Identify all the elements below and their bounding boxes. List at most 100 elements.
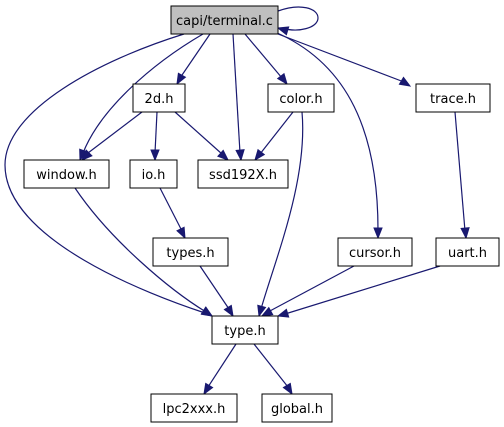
node-box [23, 159, 110, 189]
edge-types-to-type [199, 265, 234, 318]
arrowhead [282, 382, 293, 396]
arrowhead [460, 227, 470, 240]
node-label: 2d.h [145, 92, 174, 107]
node-window[interactable]: window.h [23, 159, 110, 189]
arrowhead [257, 304, 267, 318]
edge-line [87, 111, 143, 154]
node-box [197, 159, 289, 189]
edge-terminal-to-cursor [274, 31, 383, 240]
node-box [132, 83, 186, 113]
node-label: window.h [36, 168, 97, 183]
node-global[interactable]: global.h [261, 393, 333, 423]
edge-terminal-to-terminal [276, 6, 319, 36]
node-label: cursor.h [349, 246, 401, 261]
edge-type-to-lpc [203, 343, 237, 396]
node-label: type.h [224, 324, 265, 339]
edge-line [274, 31, 379, 231]
node-io[interactable]: io.h [129, 159, 178, 189]
arrowhead [176, 72, 187, 86]
node-label: uart.h [448, 246, 487, 261]
edge-line [232, 33, 241, 154]
node-box [261, 393, 333, 423]
arrowhead [276, 308, 290, 318]
arrowhead [150, 149, 160, 162]
node-label: capi/terminal.c [176, 14, 273, 29]
node-box [129, 159, 178, 189]
node-label: trace.h [430, 92, 476, 107]
arrowhead [81, 149, 93, 161]
edge-line [284, 265, 441, 315]
edge-line [259, 111, 294, 155]
edge-uart-to-type [276, 265, 441, 318]
node-lpc[interactable]: lpc2xxx.h [150, 393, 238, 423]
node-type[interactable]: type.h [211, 315, 279, 345]
edge-terminal-to-ssd [232, 33, 245, 162]
node-color[interactable]: color.h [267, 83, 335, 113]
node-box [435, 237, 500, 267]
arrowhead [203, 382, 214, 396]
node-label: lpc2xxx.h [163, 402, 226, 417]
arrowhead [223, 304, 234, 318]
edge-line [277, 33, 405, 83]
edge-type-to-global [253, 343, 293, 396]
edge-line [277, 6, 319, 31]
node-label: types.h [166, 246, 214, 261]
node-label: color.h [279, 92, 322, 107]
edge-line [179, 33, 211, 79]
edge-2d-to-window [81, 111, 143, 161]
edge-line [207, 343, 237, 388]
node-label: io.h [142, 168, 166, 183]
edge-line [74, 187, 207, 313]
edge-line [4, 33, 206, 314]
edge-2d-to-ssd [174, 111, 230, 161]
arrowhead [217, 149, 230, 161]
node-label: ssd192X.h [209, 168, 277, 183]
node-box [211, 315, 279, 345]
edge-cursor-to-type [260, 265, 355, 317]
edge-line [244, 33, 283, 79]
node-box [152, 237, 229, 267]
arrowhead [254, 148, 266, 162]
arrowhead [398, 76, 412, 87]
arrowhead [200, 306, 214, 317]
node-terminal[interactable]: capi/terminal.c [170, 5, 279, 35]
nodes-layer: capi/terminal.c 2d.h color.h trace.h window.… [23, 5, 500, 423]
node-types[interactable]: types.h [152, 237, 229, 267]
node-box [267, 83, 335, 113]
edge-line [454, 111, 466, 232]
edge-color-to-type [257, 111, 304, 318]
edge-line [260, 111, 304, 310]
edge-line [267, 265, 355, 313]
edge-line [159, 187, 183, 232]
edge-line [253, 343, 289, 388]
edge-color-to-ssd [254, 111, 294, 162]
arrowhead [373, 227, 383, 240]
edge-trace-to-uart [454, 111, 470, 240]
arrowhead [276, 72, 288, 86]
node-label: global.h [271, 402, 323, 417]
edge-line [82, 33, 204, 154]
arrowhead [176, 226, 186, 240]
edges-layer [4, 6, 470, 396]
node-cursor[interactable]: cursor.h [337, 237, 413, 267]
edge-line [154, 111, 158, 154]
arrowhead [276, 26, 290, 36]
node-box [415, 83, 491, 113]
node-trace[interactable]: trace.h [415, 83, 491, 113]
node-ssd[interactable]: ssd192X.h [197, 159, 289, 189]
edge-io-to-types [159, 187, 186, 240]
node-uart[interactable]: uart.h [435, 237, 500, 267]
edge-terminal-to-color [244, 33, 288, 86]
node-box [337, 237, 413, 267]
edge-2d-to-io [150, 111, 160, 162]
node-box [170, 5, 279, 35]
arrowhead [235, 149, 245, 162]
edge-line [199, 265, 230, 310]
edge-line [174, 111, 223, 155]
edge-terminal-to-trace [277, 33, 412, 87]
arrowhead [260, 306, 274, 317]
edge-window-to-type [74, 187, 214, 317]
node-box [150, 393, 238, 423]
node-2d[interactable]: 2d.h [132, 83, 186, 113]
